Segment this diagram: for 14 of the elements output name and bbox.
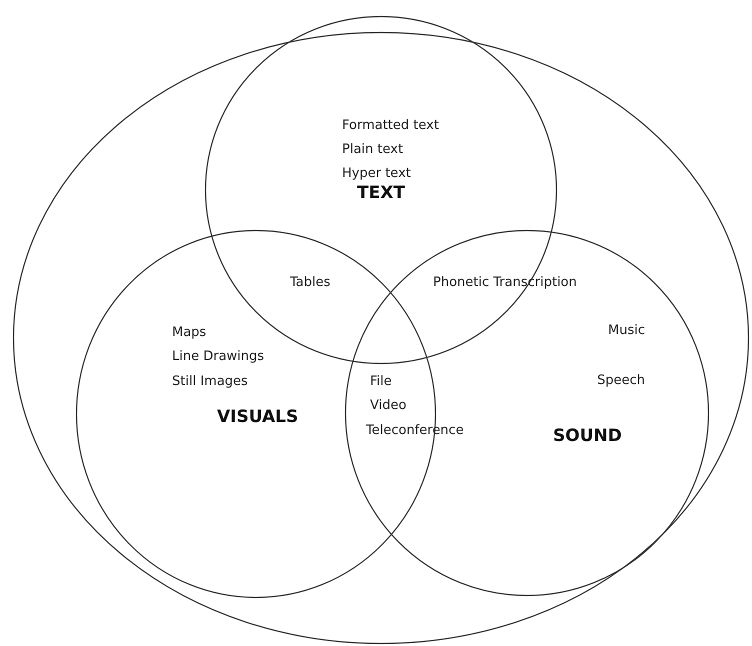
overlap-text: Tables [290, 274, 330, 292]
item-text: Speech [597, 372, 645, 390]
circle-title: VISUALS [217, 408, 298, 426]
item-text: Hyper text [342, 165, 411, 183]
item-text: Plain text [342, 141, 404, 159]
item-text: Still Images [172, 373, 248, 391]
item-text: Maps [172, 324, 206, 342]
item-text: Formatted text [342, 117, 439, 135]
overlap-text: File [370, 373, 392, 391]
item-text: Line Drawings [172, 348, 264, 366]
circle-title: SOUND [553, 427, 622, 445]
circle-title: TEXT [357, 184, 405, 202]
overlap-text: Video [370, 397, 406, 415]
item-text: Music [608, 322, 645, 340]
